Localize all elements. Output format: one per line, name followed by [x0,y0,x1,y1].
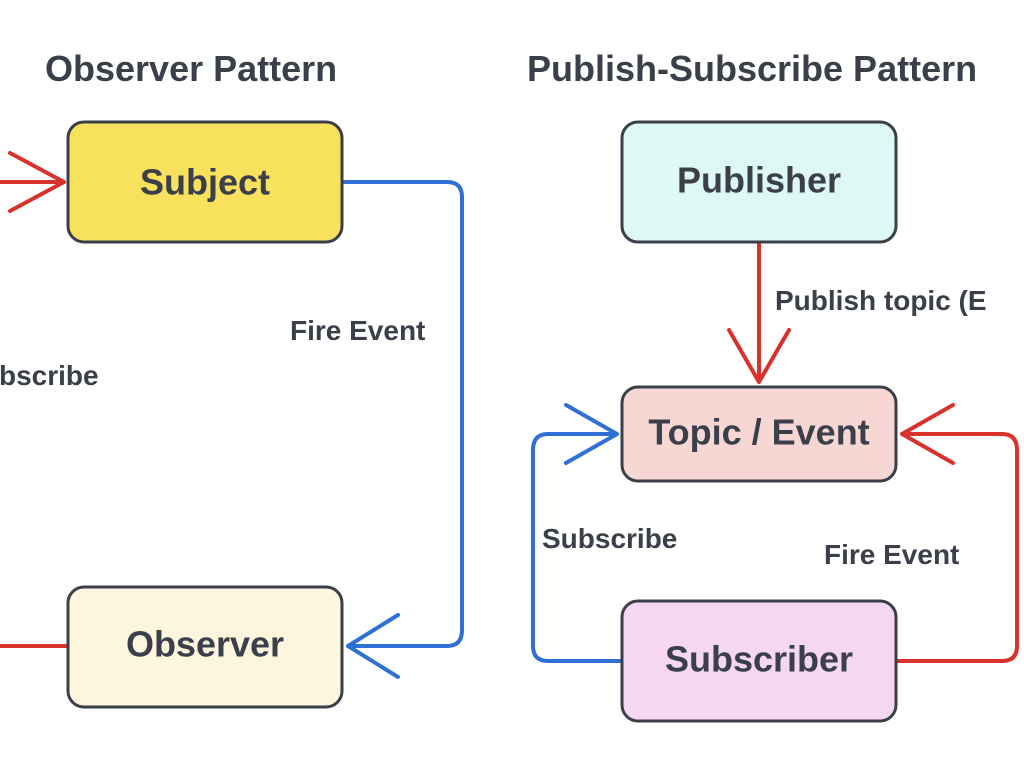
publisher-box [620,120,898,244]
subject-box [66,120,344,244]
observer-pattern-title: Observer Pattern [45,48,337,89]
pubsub-fire-event-label: Fire Event [824,539,959,570]
subscribe-arrowhead [8,151,66,213]
publisher-node: Publisher [620,120,898,244]
observer-box [66,585,344,709]
subscriber-box [620,599,898,723]
subscribe-arrowhead [564,403,619,465]
fire-event-arrowhead-pubsub [900,403,955,465]
fire-event-arrow-pubsub [894,403,1019,663]
topic-label: Topic / Event [648,412,869,453]
fire-event-arrowhead [346,613,400,679]
publish-topic-label: Publish topic (E [775,285,987,316]
pubsub-subscribe-label: Subscribe [542,523,677,554]
observer-node: Observer [66,585,344,709]
pubsub-pattern-title: Publish-Subscribe Pattern [527,48,977,89]
observer-subscribe-label: bscribe [0,360,99,391]
subject-node: Subject [66,120,344,244]
publish-arrow [727,242,791,384]
subscribe-arrow-pubsub [531,403,624,663]
fire-event-arrow-observer [340,180,464,679]
subject-label: Subject [140,162,270,203]
publisher-label: Publisher [677,160,841,201]
observer-label: Observer [126,624,284,665]
fire-event-connector-pubsub [894,432,1019,663]
topic-node: Topic / Event [620,385,898,483]
publish-arrowhead [727,328,791,384]
subscribe-arrow-to-subject [0,151,66,213]
subscriber-node: Subscriber [620,599,898,723]
fire-event-connector [340,180,464,648]
subscribe-connector [531,432,624,663]
topic-box [620,385,898,483]
observer-fire-event-label: Fire Event [290,315,425,346]
subscriber-label: Subscriber [665,639,853,680]
